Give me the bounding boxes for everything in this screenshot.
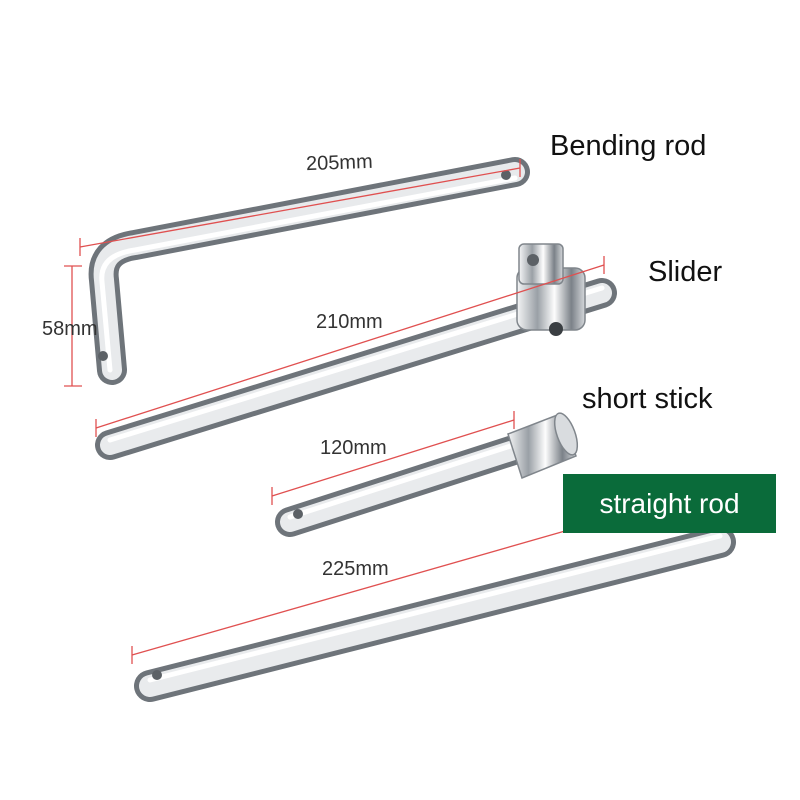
bending-rod-label: Bending rod — [550, 130, 707, 162]
slider-length-text: 210mm — [316, 311, 383, 333]
straight-rod-dimension-line — [131, 528, 573, 664]
ball-detent-icon — [152, 670, 162, 680]
bending-rod-height-text: 58mm — [42, 318, 98, 340]
straight-rod — [134, 526, 736, 702]
slider-bar — [95, 243, 617, 460]
bending-rod-length-text: 205mm — [305, 150, 374, 176]
slider-dimension-line — [95, 256, 605, 437]
short-stick — [275, 412, 579, 537]
straight-rod-banner: straight rod — [563, 474, 776, 533]
short-stick-length-text: 120mm — [320, 437, 387, 459]
short-stick-dimension-line — [271, 411, 515, 505]
ball-detent-icon — [293, 509, 303, 519]
bending-rod-dimension-lines — [64, 159, 521, 387]
ball-detent-icon — [501, 170, 511, 180]
bending-rod — [88, 157, 530, 385]
ball-detent-icon — [98, 351, 108, 361]
slider-label: Slider — [648, 256, 723, 288]
socket-hole-icon — [549, 322, 563, 336]
short-stick-label: short stick — [582, 383, 713, 415]
straight-rod-length-text: 225mm — [322, 558, 389, 580]
ball-detent-icon — [527, 254, 539, 266]
straight-rod-label: straight rod — [599, 487, 740, 519]
